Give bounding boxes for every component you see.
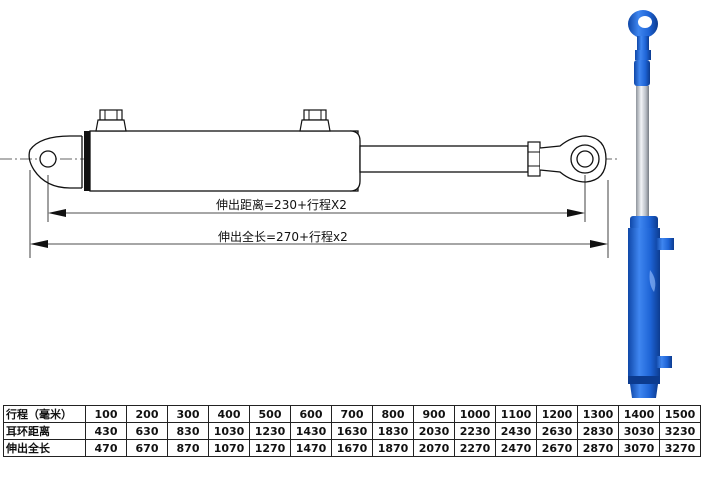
- table-cell: 1230: [249, 422, 291, 440]
- table-cell: 430: [85, 422, 127, 440]
- top-rod-eye: [628, 10, 658, 86]
- left-eye-hole: [39, 150, 57, 168]
- table-cell: 1630: [331, 422, 373, 440]
- table-cell: 2030: [413, 422, 455, 440]
- table-cell: 700: [331, 405, 373, 423]
- cylinder-barrel: [89, 130, 359, 192]
- cylinder-product-image: [628, 10, 674, 398]
- table-cell: 1000: [454, 405, 496, 423]
- table-cell: 100: [85, 405, 127, 423]
- table-cell: 3270: [659, 439, 701, 457]
- table-cell: 670: [126, 439, 168, 457]
- port-fitting-left: [95, 109, 127, 132]
- table-cell: 830: [167, 422, 209, 440]
- dimension-eye-distance: [47, 175, 586, 222]
- blue-barrel: [628, 216, 674, 398]
- table-cell: 2630: [536, 422, 578, 440]
- table-cell: 3030: [618, 422, 660, 440]
- cylinder-technical-drawing: 伸出距离=230+行程X2 伸出全长=270+行程x2: [0, 109, 618, 258]
- table-cell: 1400: [618, 405, 660, 423]
- table-cell: 2830: [577, 422, 619, 440]
- table-cell: 800: [372, 405, 414, 423]
- table-cell: 470: [85, 439, 127, 457]
- table-cell: 2070: [413, 439, 455, 457]
- table-cell: 2430: [495, 422, 537, 440]
- dimension-full-length: [29, 170, 609, 258]
- chrome-rod: [636, 86, 649, 218]
- table-cell: 1870: [372, 439, 414, 457]
- table-cell: 200: [126, 405, 168, 423]
- table-cell: 870: [167, 439, 209, 457]
- table-cell: 1070: [208, 439, 250, 457]
- table-cell: 2870: [577, 439, 619, 457]
- piston-rod: [359, 145, 529, 173]
- table-cell: 1470: [290, 439, 332, 457]
- port-fitting-right: [299, 109, 331, 132]
- table-cell: 2270: [454, 439, 496, 457]
- left-end-cap: [28, 135, 82, 189]
- row-label: 伸出全长: [3, 439, 86, 457]
- dimension-eye-distance-label: 伸出距离=230+行程X2: [216, 197, 347, 212]
- table-cell: 900: [413, 405, 455, 423]
- table-cell: 2230: [454, 422, 496, 440]
- right-eye-hole: [576, 150, 594, 168]
- table-cell: 3070: [618, 439, 660, 457]
- table-cell: 1830: [372, 422, 414, 440]
- table-cell: 1670: [331, 439, 373, 457]
- dimension-full-length-label: 伸出全长=270+行程x2: [218, 229, 348, 244]
- table-cell: 1100: [495, 405, 537, 423]
- table-cell: 630: [126, 422, 168, 440]
- row-label: 行程（毫米）: [3, 405, 86, 423]
- table-cell: 1270: [249, 439, 291, 457]
- table-cell: 2470: [495, 439, 537, 457]
- table-cell: 3230: [659, 422, 701, 440]
- row-label: 耳环距离: [3, 422, 86, 440]
- seal-band: [84, 131, 90, 191]
- table-cell: 1030: [208, 422, 250, 440]
- table-cell: 300: [167, 405, 209, 423]
- table-cell: 1200: [536, 405, 578, 423]
- rod-nut: [527, 141, 541, 177]
- table-cell: 1500: [659, 405, 701, 423]
- table-cell: 2670: [536, 439, 578, 457]
- table-cell: 600: [290, 405, 332, 423]
- table-cell: 1430: [290, 422, 332, 440]
- table-cell: 400: [208, 405, 250, 423]
- table-cell: 1300: [577, 405, 619, 423]
- table-cell: 500: [249, 405, 291, 423]
